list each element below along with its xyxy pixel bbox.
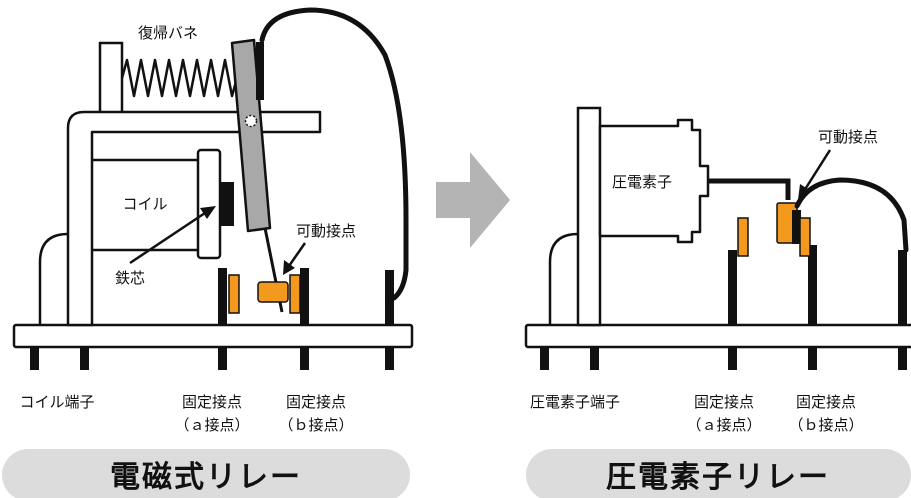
label-movable-contact: 可動接点: [296, 222, 356, 240]
label-piezo-fixed-contact-b: 固定接点: [796, 393, 856, 411]
label-return-spring: 復帰バネ: [138, 24, 198, 42]
piezo-relay: 圧電素子 可動接点 圧電素子端子 固定接点 （ａ接点） 固定接点 （ｂ接点） 圧…: [524, 106, 911, 498]
iron-core: [220, 182, 234, 226]
label-piezo-terminal: 圧電素子端子: [530, 393, 620, 411]
piezo-fixed-contact-b-tip: [799, 217, 811, 257]
label-fixed-contact-a: 固定接点: [182, 393, 242, 411]
spring-post: [98, 41, 124, 115]
piezo-mount-plate: [576, 106, 602, 327]
label-fixed-contact-b: 固定接点: [286, 393, 346, 411]
armature-lever: [230, 38, 272, 233]
pivot-point: [244, 114, 258, 128]
movable-contact-pointer: [287, 242, 307, 267]
iron-core-pointer: [129, 211, 206, 265]
lever-pad: [256, 42, 264, 100]
electromagnetic-relay: 復帰バネ コイル 鉄芯 可動接点 コイル端子 固定接点 （ａ接点） 固定接点 （…: [2, 7, 414, 498]
label-coil-terminal: コイル端子: [19, 393, 94, 411]
label-piezo-element: 圧電素子: [612, 173, 672, 191]
title-electromagnetic-relay: 電磁式リレー: [110, 460, 302, 495]
title-pill-electromagnetic: [2, 449, 410, 498]
label-piezo-fixed-contact-a: 固定接点: [694, 393, 754, 411]
piezo-movable-contact-lever: [792, 210, 801, 244]
title-piezo-relay: 圧電素子リレー: [606, 460, 830, 495]
piezo-actuator-bar: [708, 178, 791, 200]
movable-contact-arrowhead: [283, 260, 295, 275]
label-iron-core: 鉄芯: [115, 269, 145, 287]
label-fixed-contact-a-sub: （ａ接点）: [174, 416, 249, 434]
left-base-plate: [12, 323, 414, 349]
piezo-element: [598, 118, 710, 244]
right-base-plate: [524, 323, 911, 349]
label-piezo-fixed-contact-a-sub: （ａ接点）: [686, 416, 761, 434]
title-pill-piezo: [526, 449, 911, 498]
label-piezo-fixed-contact-b-sub: （ｂ接点）: [788, 416, 863, 434]
arched-spring-wire: [259, 7, 409, 301]
piezo-fixed-contact-a-tip: [737, 217, 749, 257]
piezo-movable-contact-arrowhead: [798, 184, 811, 200]
coil-body: [92, 158, 198, 252]
movable-contact-block: [257, 281, 289, 303]
piezo-movable-contact-pointer: [802, 149, 832, 192]
fixed-contact-b-tip: [289, 274, 301, 314]
label-piezo-movable-contact: 可動接点: [818, 128, 878, 146]
iron-core-arrowhead: [200, 206, 216, 219]
coil-flange: [196, 148, 222, 260]
label-coil: コイル: [122, 195, 167, 213]
return-spring: [120, 58, 239, 98]
transition-arrow: [436, 152, 510, 248]
label-fixed-contact-b-sub: （ｂ接点）: [278, 416, 353, 434]
fixed-contact-a-tip: [228, 274, 240, 314]
piezo-arched-wire: [794, 177, 909, 253]
